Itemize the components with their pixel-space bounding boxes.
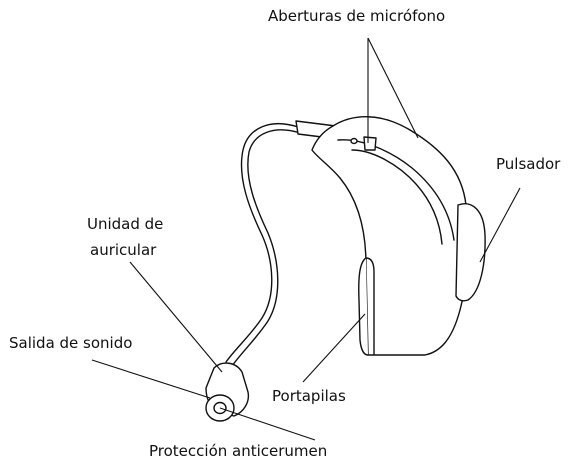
label-push-button: Pulsador bbox=[496, 155, 561, 173]
label-sound-outlet: Salida de sonido bbox=[9, 334, 133, 352]
push-button bbox=[455, 203, 486, 302]
microphone-opening-rear bbox=[363, 136, 377, 151]
battery-holder-edge bbox=[365, 257, 375, 355]
label-wax-guard: Protección anticerumen bbox=[149, 442, 328, 460]
microphone-opening-front bbox=[350, 137, 358, 145]
body-ridge-inner bbox=[351, 149, 443, 245]
label-receiver-unit-line2: auricular bbox=[90, 241, 157, 259]
label-microphone-openings: Aberturas de micrófono bbox=[268, 7, 446, 25]
leader-receiver-unit bbox=[129, 261, 223, 373]
hearing-aid-body bbox=[311, 116, 469, 356]
leader-push-button bbox=[479, 187, 521, 263]
body-ridge bbox=[337, 139, 455, 241]
leader-battery-holder bbox=[302, 313, 366, 383]
receiver-wire-inner bbox=[231, 129, 301, 367]
leader-microphone-rear bbox=[367, 37, 419, 139]
leader-sound-outlet bbox=[91, 359, 211, 399]
receiver-wire bbox=[225, 123, 299, 363]
leader-wax-guard bbox=[219, 407, 316, 441]
label-battery-holder: Portapilas bbox=[272, 387, 346, 405]
label-receiver-unit-line1: Unidad de bbox=[87, 215, 164, 233]
